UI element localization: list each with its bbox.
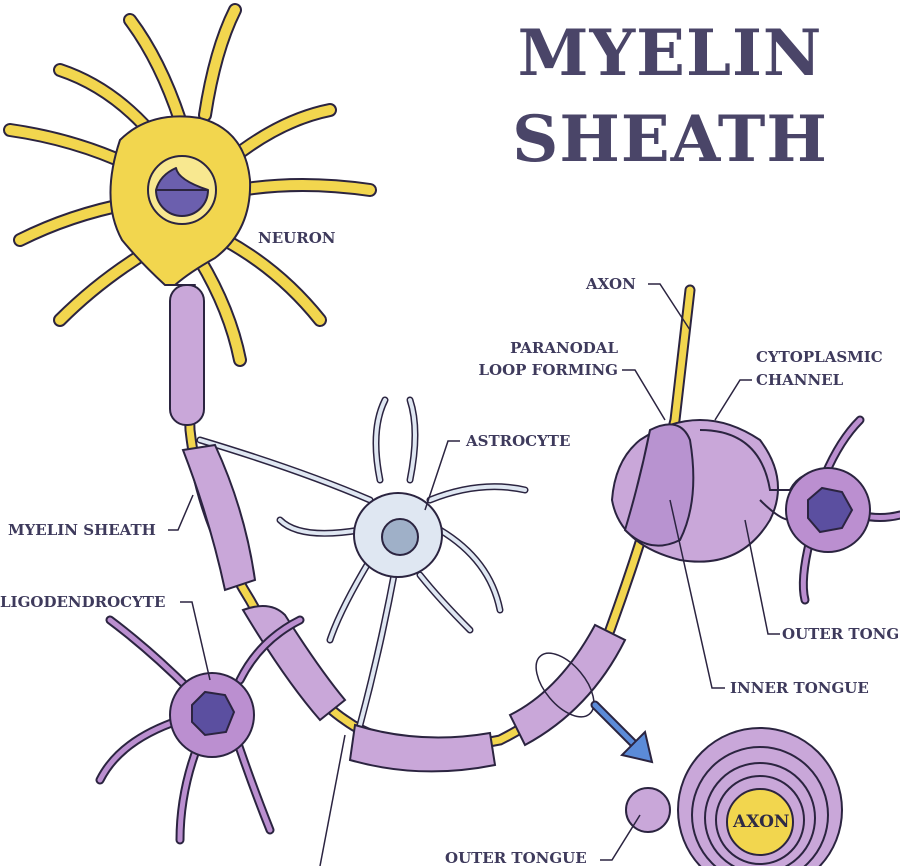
title-line-1: MYELIN <box>500 22 840 86</box>
label-oligodendrocyte: LIGODENDROCYTE <box>0 592 165 612</box>
myelin-segment <box>183 445 255 590</box>
label-outer-tongue-bottom: OUTER TONGUE <box>445 848 587 868</box>
label-axon: AXON <box>586 274 636 294</box>
astrocyte-nucleus <box>382 519 418 555</box>
title-line-2: SHEATH <box>500 108 840 172</box>
label-paranodal-line2: LOOP FORMING <box>468 360 618 380</box>
label-astrocyte: ASTROCYTE <box>466 431 570 451</box>
oligo-nucleus <box>192 692 234 735</box>
label-outer-tongue-right: OUTER TONG <box>782 624 899 644</box>
label-neuron: NEURON <box>258 228 335 248</box>
label-inner-tongue: INNER TONGUE <box>730 678 869 698</box>
myelin-segment <box>350 725 495 771</box>
label-paranodal-line1: PARANODAL <box>468 338 618 358</box>
myelin-segment <box>510 625 625 745</box>
label-axon-cross-section: AXON <box>733 812 787 832</box>
label-myelin-sheath: MYELIN SHEATH <box>8 520 156 540</box>
label-cytoplasmic-line2: CHANNEL <box>756 370 843 390</box>
myelin-segment <box>170 285 204 425</box>
zoom-arrow <box>595 705 652 762</box>
label-cytoplasmic-line1: CYTOPLASMIC <box>756 347 883 367</box>
oligodendrocyte-right <box>786 420 900 600</box>
